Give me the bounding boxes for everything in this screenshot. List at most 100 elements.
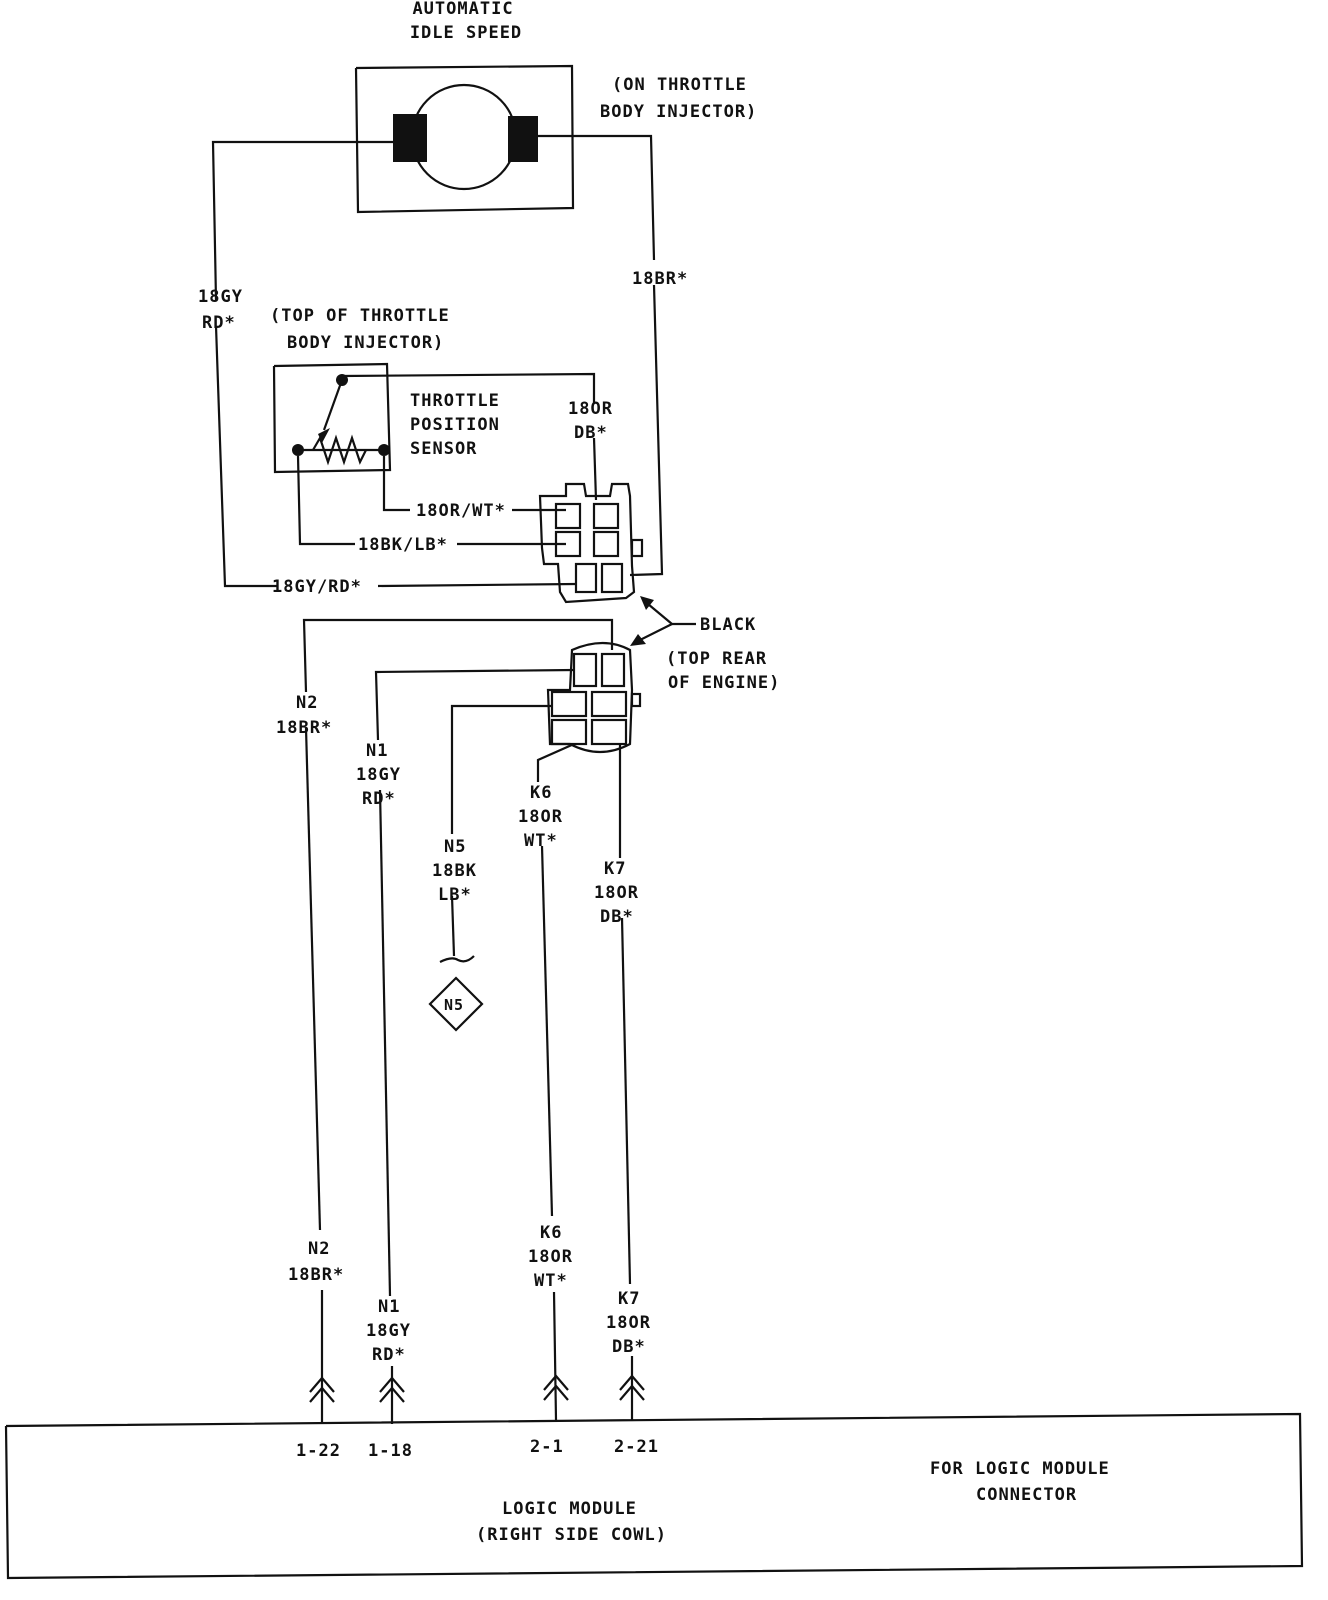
ais-housing [354,64,575,214]
lower-k6-id: K6 [540,1223,562,1243]
terminal-chevron-2-21 [619,1374,645,1401]
lower-n1-spec-1: 18GY [366,1321,411,1341]
logic-module-box [4,1412,1304,1580]
upper-connector [538,482,644,604]
lower-n1-id: N1 [378,1297,400,1317]
wire-ais-left-top [211,140,393,301]
logic-module-note-2: CONNECTOR [976,1485,1077,1505]
tps-sensor [272,362,392,474]
label-18bk-lb: 18BK/LB* [358,535,448,555]
n5-reference-label: N5 [444,996,464,1014]
black-arrow-lower [639,623,673,641]
wire-ais-right-bottom [629,284,664,577]
label-18or-wt: 18OR/WT* [416,501,506,521]
tps-housing [272,362,392,474]
wire-n5-top [450,704,552,834]
lower-k7-spec-2: DB* [612,1337,646,1357]
wire-k6-bottom [552,1291,558,1421]
label-db: DB* [574,423,608,443]
tps-name-2: POSITION [410,415,500,435]
ais-title-1: AUTOMATIC [412,0,513,19]
wire-n5-bottom [450,895,456,957]
wire-k6-mid [540,845,554,1217]
pin-1-22: 1-22 [296,1441,341,1461]
wire-ais-left-bottom [214,325,277,588]
tps-wiper [322,379,344,431]
lower-cavity-5 [550,718,588,746]
wire-18or-db [592,437,598,501]
upper-cavity-1 [554,502,582,530]
lower-cavity-2 [600,652,626,688]
label-18gy: 18GY [198,287,243,307]
lower-n2-spec: 18BR* [288,1265,344,1285]
black-arrowhead-upper [640,596,654,610]
mid-n5-spec-2: LB* [438,885,472,905]
lower-cavity-1 [572,652,598,688]
lower-n1-spec-2: RD* [372,1345,406,1365]
lower-k7-spec-1: 18OR [606,1313,651,1333]
lower-connector-shell [546,641,634,754]
terminal-chevron-1-18 [379,1376,405,1403]
lower-cavity-3 [550,690,588,718]
upper-cavity-4 [592,530,620,558]
upper-cavity-2 [592,502,620,530]
lower-connector-latch [630,692,642,708]
mid-n5-id: N5 [444,837,466,857]
mid-k7-id: K7 [604,859,626,879]
tps-terminal-right [378,444,390,456]
black-arrow-upper [647,603,696,626]
connector-location-1: (TOP REAR [666,649,767,669]
wire-k6-top [536,742,575,782]
ais-motor-circle [410,83,518,191]
ais-location-1: (ON THROTTLE [612,75,747,95]
tps-wiper-arrow [318,428,330,443]
tps-location-1: (TOP OF THROTTLE [270,306,450,326]
upper-connector-latch [630,538,644,558]
logic-module-note-1: FOR LOGIC MODULE [930,1459,1110,1479]
lower-cavity-6 [590,718,628,746]
ais-motor [354,64,575,214]
mid-k7-spec-1: 18OR [594,883,639,903]
tps-location-2: BODY INJECTOR) [287,333,444,353]
logic-module-name: LOGIC MODULE [502,1499,637,1519]
mid-n1-spec-2: RD* [362,789,396,809]
wire-n1-mid [378,789,392,1297]
ais-title-2: IDLE SPEED [410,23,522,43]
logic-module-location: (RIGHT SIDE COWL) [476,1525,667,1545]
connector-color: BLACK [700,615,756,635]
upper-cavity-6 [600,562,624,594]
terminal-chevron-2-1 [543,1374,569,1401]
tps-resistor-zigzag [312,434,367,466]
mid-n1-id: N1 [366,741,388,761]
lower-k6-spec-2: WT* [534,1271,568,1291]
pin-1-18: 1-18 [368,1441,413,1461]
mid-n1-spec-1: 18GY [356,765,401,785]
upper-cavity-3 [554,530,582,558]
wire-n2-top [302,618,614,693]
wire-k7-mid [620,917,632,1285]
upper-connector-shell [538,482,636,604]
connector-location-2: OF ENGINE) [668,673,780,693]
terminal-chevron-1-22 [309,1376,335,1403]
tps-name-1: THROTTLE [410,391,500,411]
mid-k6-spec-2: WT* [524,831,558,851]
n5-reference-diamond [428,976,484,1032]
ais-terminal-right [508,116,538,162]
mid-n2-id: N2 [296,693,318,713]
pin-2-21: 2-21 [614,1437,659,1457]
mid-n2-spec: 18BR* [276,718,332,738]
label-18or: 18OR [568,399,613,419]
lower-cavity-4 [590,690,628,718]
label-18gy-rd: 18GY/RD* [272,577,362,597]
ais-terminal-left [393,114,427,162]
label-18br-upper: 18BR* [632,269,688,289]
tps-name-3: SENSOR [410,439,477,459]
mid-k6-spec-1: 18OR [518,807,563,827]
lower-k6-spec-1: 18OR [528,1247,573,1267]
wire-tps-right-a [382,456,410,512]
wire-ais-right-top [538,134,656,261]
tps-terminal-left [292,444,304,456]
black-arrowhead-lower [630,634,646,646]
upper-cavity-5 [574,562,598,594]
